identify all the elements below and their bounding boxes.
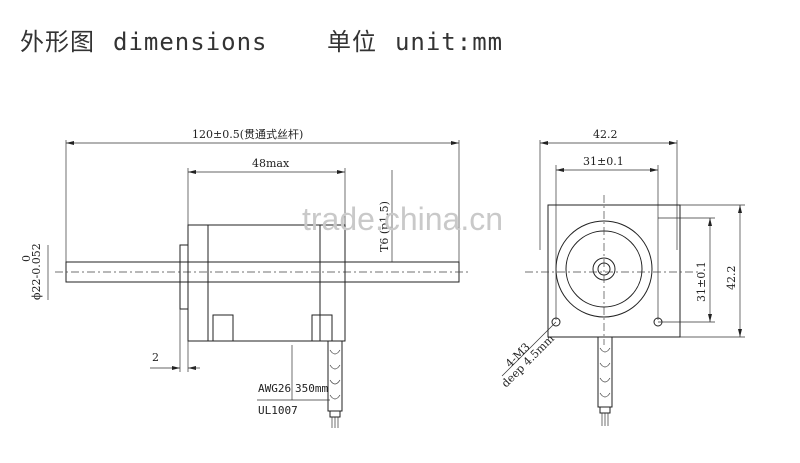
lead-screw-label: T6 (p1.5) <box>378 201 391 252</box>
outline-label-cn: 外形图 <box>20 28 95 56</box>
front-wire-harness <box>597 336 613 408</box>
unit-label-cn: 单位 <box>326 28 377 56</box>
shaft-tolerance-upper: 0 <box>20 255 33 262</box>
wire-gauge-label: AWG26 <box>258 382 291 395</box>
wire-standard-label: UL1007 <box>258 404 298 417</box>
front-width-label: 42.2 <box>593 128 618 141</box>
shaft-diameter-label: ϕ22-0.052 <box>30 243 43 300</box>
hole-spacing-v-label: 31±0.1 <box>695 261 708 302</box>
dimensions-label: dimensions <box>113 28 268 56</box>
flange-thickness-label: 2 <box>152 351 159 364</box>
side-view: 120±0.5(贯通式丝杆) 48max ϕ22-0.052 0 T6 (p1.… <box>20 127 470 428</box>
wire-harness <box>327 340 343 412</box>
front-height-label: 42.2 <box>725 266 738 291</box>
motor-front-square <box>547 204 681 338</box>
motor-body <box>187 224 346 342</box>
hole-spacing-h-label: 31±0.1 <box>583 155 624 168</box>
mount-hole-bl <box>551 317 561 327</box>
front-view: 42.2 31±0.1 31±0.1 42.2 4-M3 d <box>499 128 745 426</box>
watermark: trade.china.cn <box>302 201 503 237</box>
overall-length-label: 120±0.5(贯通式丝杆) <box>192 127 303 141</box>
unit-label: unit:mm <box>394 28 504 56</box>
body-length-label: 48max <box>252 157 290 170</box>
title-row: 外形图 dimensions 单位 unit:mm <box>20 22 521 57</box>
wire-length-label: 350mm <box>295 382 328 395</box>
